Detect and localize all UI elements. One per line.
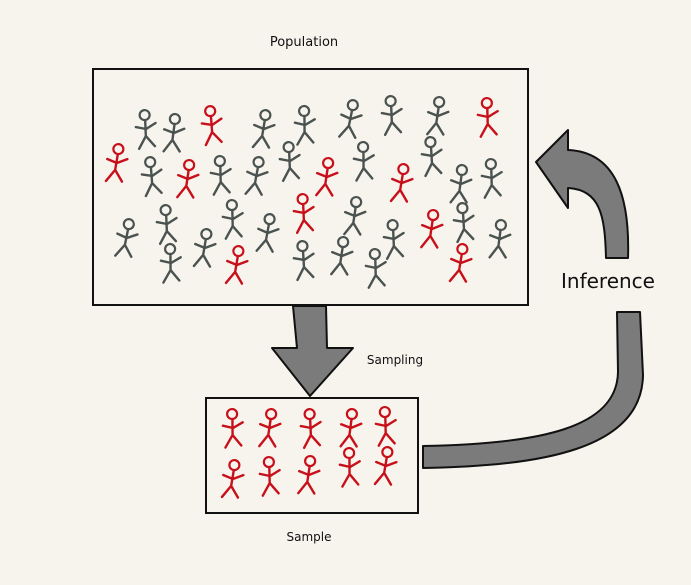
- red-person-icon: [175, 157, 201, 200]
- red-person-icon: [290, 191, 318, 235]
- gray-person-icon: [243, 154, 271, 198]
- sampling-arrow: [271, 305, 354, 397]
- gray-person-icon: [276, 139, 304, 183]
- population-label: Population: [270, 35, 338, 50]
- gray-person-icon: [342, 194, 368, 237]
- gray-person-icon: [487, 218, 513, 260]
- sample-box: [205, 397, 419, 514]
- sample-figures: [219, 404, 400, 501]
- red-person-icon: [373, 404, 399, 447]
- red-person-icon: [257, 406, 283, 449]
- gray-person-icon: [351, 140, 377, 182]
- red-person-icon: [219, 457, 247, 501]
- red-person-icon: [198, 103, 226, 147]
- gray-person-icon: [292, 104, 318, 146]
- gray-person-icon: [153, 202, 181, 246]
- gray-person-icon: [380, 217, 408, 261]
- gray-person-icon: [161, 112, 187, 154]
- red-person-icon: [220, 407, 246, 449]
- gray-person-icon: [290, 238, 318, 282]
- gray-person-icon: [220, 197, 246, 240]
- red-person-icon: [257, 454, 283, 497]
- red-person-icon: [447, 241, 475, 285]
- red-person-icon: [103, 141, 131, 185]
- population-box: [92, 68, 529, 306]
- gray-person-icon: [113, 216, 141, 260]
- red-person-icon: [314, 155, 340, 198]
- gray-person-icon: [208, 153, 234, 196]
- gray-person-icon: [418, 134, 446, 178]
- gray-person-icon: [138, 154, 166, 198]
- inference-label: Inference: [561, 269, 655, 293]
- red-person-icon: [372, 444, 400, 488]
- gray-person-icon: [191, 226, 219, 270]
- gray-person-icon: [450, 200, 478, 244]
- gray-person-icon: [425, 94, 451, 137]
- red-person-icon: [223, 243, 251, 287]
- gray-person-icon: [254, 211, 282, 255]
- red-person-icon: [296, 453, 322, 496]
- red-person-icon: [419, 207, 445, 250]
- gray-person-icon: [448, 163, 474, 205]
- inference-arrow-head: [535, 129, 630, 259]
- sampling-label: Sampling: [367, 353, 423, 367]
- red-person-icon: [475, 95, 501, 138]
- gray-person-icon: [363, 246, 389, 289]
- red-person-icon: [337, 446, 363, 488]
- red-person-icon: [297, 406, 325, 450]
- inference-arrow: [422, 311, 644, 469]
- red-person-icon: [388, 161, 416, 205]
- population-figures: [103, 93, 513, 289]
- gray-person-icon: [132, 107, 160, 151]
- red-person-icon: [338, 407, 364, 449]
- gray-person-icon: [378, 93, 406, 137]
- sample-label: Sample: [287, 530, 332, 544]
- gray-person-icon: [250, 107, 278, 151]
- gray-person-icon: [158, 242, 184, 284]
- gray-person-icon: [337, 97, 365, 141]
- gray-person-icon: [479, 156, 505, 199]
- gray-person-icon: [329, 234, 355, 277]
